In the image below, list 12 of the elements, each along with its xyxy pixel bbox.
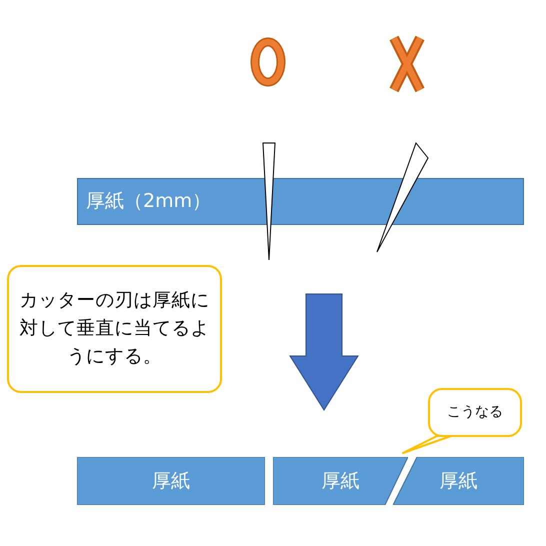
bar-label: 厚紙 (152, 468, 190, 494)
bar-label: 厚紙 (322, 468, 360, 494)
cardboard-piece (77, 457, 265, 505)
cardboard-piece (273, 457, 408, 505)
cardboard-bar (77, 178, 524, 225)
bar-label: 厚紙（2mm） (86, 189, 212, 214)
note-text: こうなる (447, 403, 503, 422)
speech-bubble (428, 388, 522, 437)
note-callout (7, 265, 222, 393)
cardboard-piece (393, 457, 524, 505)
bar-label: 厚紙 (440, 468, 478, 494)
note-text: カッターの刃は厚紙に対して垂直に当てるようにする。 (18, 289, 210, 369)
